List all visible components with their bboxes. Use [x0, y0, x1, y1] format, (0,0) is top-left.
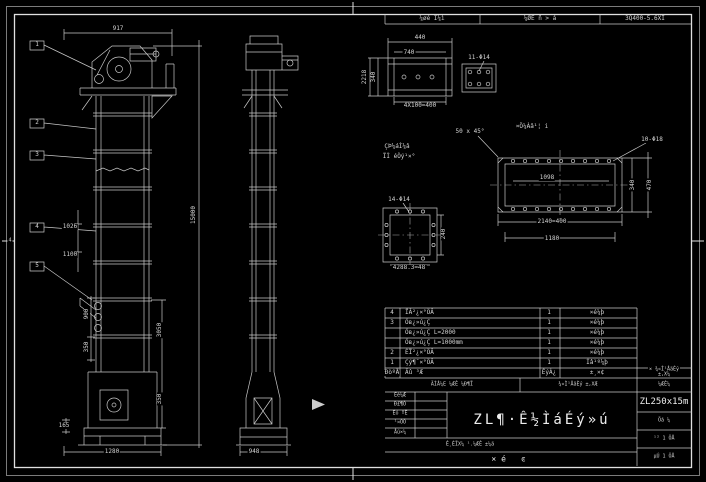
bom-header-cell: ±¸×¢: [588, 369, 606, 376]
dim-label: 350: [156, 392, 163, 406]
dim-label: 240: [440, 227, 447, 241]
bom-cell: ÉÏ²¿×°ÖÃ: [404, 349, 435, 356]
dim-label: 1100: [61, 251, 79, 258]
bom-cell: 1: [546, 359, 552, 366]
bom-cell: ×é¼þ: [588, 329, 606, 336]
bom-header-cell: ÐòºÅ: [383, 369, 401, 376]
dim-label: 440: [413, 34, 427, 41]
dim-label: 350: [83, 340, 90, 354]
header-cell-label: 3Q400-5.6XÏ: [624, 15, 666, 22]
bom-cell: 4: [389, 309, 395, 316]
bom-cell: 3: [389, 319, 395, 326]
centerlines: [378, 150, 632, 267]
title-block-label: Åú×¼: [392, 429, 408, 436]
bom-cell: ×é¼þ: [588, 319, 606, 326]
dim-label: 10-Φ18: [640, 136, 664, 143]
title-block-label: ¹¤ÒÕ: [392, 419, 408, 426]
dim-label: 340: [629, 178, 636, 192]
title-block-label: ¼ÆÊ¼: [656, 381, 672, 388]
bom-cell: ×é¼þ: [588, 349, 606, 356]
dim-label: 165: [57, 422, 71, 429]
bom-cell: 1: [546, 309, 552, 316]
dim-label: 2: [34, 119, 40, 126]
bom-cell: 1: [389, 359, 395, 366]
title-block-label: Ð£¶Ô: [392, 401, 408, 408]
bom-cell: Íâ¹º¼þ: [585, 359, 609, 366]
note-label: ¤Ö¼Àâ¹¦ i: [514, 123, 550, 130]
dim-label: 5: [34, 262, 40, 269]
bom-cell: ×é¼þ: [588, 309, 606, 316]
bom-cell: ÏÂ²¿×°ÖÃ: [404, 309, 435, 316]
dim-label: 4: [34, 223, 40, 230]
title-block-label: ¹² 1 ÕÅ: [652, 435, 676, 442]
title-block-label: Éè¼Æ: [392, 392, 408, 399]
dim-label: 1: [34, 41, 40, 48]
dim-label: 1026: [61, 223, 79, 230]
note-label: ÏÌ éÒý¹×°: [381, 153, 417, 160]
title-block-label: × ¾«Ì¹ÅäÈý: [647, 366, 681, 373]
drawing-model-number: ZL250x15m: [639, 397, 689, 407]
dim-label: 1280: [103, 448, 121, 455]
dim-label: 340: [370, 70, 377, 84]
dim-label: 2140=400: [536, 218, 568, 225]
bom-cell: Öв¿»ú¿Ç L=2000: [404, 329, 457, 336]
dim-label: 14-Φ14: [387, 196, 411, 203]
dim-label: 11-Φ14: [467, 54, 491, 61]
bom-cell: 1: [546, 329, 552, 336]
dim-label: 1180: [543, 235, 561, 242]
bom-cell: Öв¿»ú¿Ç L=1000mm: [404, 339, 464, 346]
header-cell-label: ¼øé Ì¼ì: [418, 15, 446, 22]
dim-label: 2218: [361, 68, 368, 86]
dim-label: 917: [111, 25, 125, 32]
title-block-label: ¾«Ì¹ÅäÈý ±,XÆ: [557, 381, 599, 388]
title-block-label: ÄÌÅ¼E ¼ÆÊ ¼Ð¶Ï: [429, 381, 475, 388]
bom-header-cell: Ãû ³Æ: [404, 369, 425, 376]
title-block-label: ±,X¼: [656, 371, 672, 378]
section-arrow-icon: [312, 399, 325, 410]
title-block-label: Ê¸ÉÏX¼ ¹.¼ÆÊ ±¼ä: [444, 441, 496, 448]
bom-cell: 1: [546, 349, 552, 356]
bom-cell: Çý¶¯×°ÖÃ: [404, 359, 435, 366]
note-label: 50 x 45°: [454, 128, 486, 135]
dim-label: 1098: [538, 174, 556, 181]
dim-label: 4288.3=48: [391, 264, 427, 271]
dim-label: 3050: [156, 321, 163, 339]
bom-cell: 1: [546, 319, 552, 326]
dim-label: 948: [247, 448, 261, 455]
dim-label: 740: [402, 49, 416, 56]
title-block-label: µÚ 1 ÕÅ: [652, 453, 676, 460]
bom-cell: Öв¿»ú¿Ç: [404, 319, 432, 326]
title-block-label: Öá ¼: [656, 417, 672, 424]
dim-label: 3: [34, 151, 40, 158]
bom-cell: 2: [389, 349, 395, 356]
dim-label: 900: [83, 307, 90, 321]
dim-label: 470: [646, 178, 653, 192]
bom-cell: ×é¼þ: [588, 339, 606, 346]
title-block-label: Éó ºË: [391, 410, 409, 417]
dim-label: 15000: [190, 204, 197, 226]
header-cell-label: ¼ØÈ ñ > á: [522, 15, 558, 22]
inner-border: [13, 13, 693, 469]
outer-border: [6, 6, 700, 476]
dim-label: 4X100=400: [402, 102, 438, 109]
note-label: ÇÞ¼áÌ¼â: [383, 143, 411, 150]
drawing-title: ZL¶·Ê½ÌáÉý»ú: [473, 412, 611, 428]
sheet-type-label: ×é ͼ: [491, 454, 531, 464]
bom-cell: 1: [546, 339, 552, 346]
zone-label: 4: [7, 237, 13, 244]
bom-header-cell: ÊýÁ¿: [540, 369, 558, 376]
